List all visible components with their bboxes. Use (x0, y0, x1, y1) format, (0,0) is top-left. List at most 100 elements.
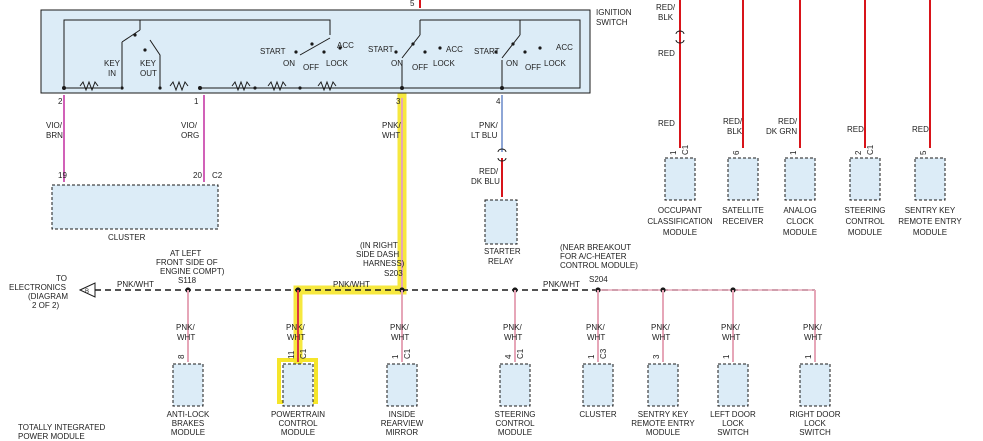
red-blk-label-2: BLK (658, 13, 674, 22)
module-box (784, 157, 816, 201)
module-label: SWITCH (799, 428, 831, 437)
module-label: MODULE (646, 428, 680, 437)
module-label: SATELLITE (722, 206, 764, 215)
module-label: RIGHT DOOR (790, 410, 841, 419)
module-pin: 8 (177, 354, 186, 359)
module-pin: 1 (587, 354, 596, 359)
module-pin: 2 (854, 150, 863, 155)
cluster-pin-19: 19 (58, 171, 67, 180)
lock-label-3: LOCK (544, 59, 566, 68)
module-label: ANTI-LOCK (167, 410, 210, 419)
module-wire-label-2: WHT (652, 333, 670, 342)
module-wire-label: PNK/ (503, 323, 522, 332)
s203-note: (IN RIGHT (360, 241, 398, 250)
module-label: MODULE (171, 428, 205, 437)
off-label-3: OFF (525, 63, 541, 72)
bus-label-right: PNK/WHT (543, 280, 580, 289)
red-blk-label-2: BLK (727, 127, 743, 136)
red-dk-blu-label: RED/ (479, 167, 499, 176)
module-wire-label: PNK/ (176, 323, 195, 332)
module-pin: 1 (789, 150, 798, 155)
module-label: LOCK (804, 419, 826, 428)
module-pin: 5 (919, 150, 928, 155)
module-label: MODULE (281, 428, 315, 437)
key-out-label: KEY (140, 59, 157, 68)
start-label-2: START (368, 45, 394, 54)
on-label-2: ON (391, 59, 403, 68)
module-label: CONTROL (278, 419, 318, 428)
module-label: CONTROL (845, 217, 885, 226)
module-label: MODULE (783, 228, 817, 237)
module-wire-label: PNK/ (286, 323, 305, 332)
module-box (282, 363, 314, 407)
red-blk-label: RED/ (723, 117, 743, 126)
s204-label: S204 (589, 275, 608, 284)
module-label: BRAKES (172, 419, 204, 428)
red-dk-grn-label: RED/ (778, 117, 798, 126)
bus-label-middle: PNK/WHT (333, 280, 370, 289)
module-label: ANALOG (783, 206, 816, 215)
s203-note-2: SIDE DASH (356, 250, 399, 259)
module-connector: C1 (403, 348, 412, 359)
ignition-pin-2: 2 (58, 97, 63, 106)
module-connector: C1 (866, 144, 875, 155)
key-out-label-2: OUT (140, 69, 157, 78)
module-wire-label: PNK/ (586, 323, 605, 332)
bus-label-left: PNK/WHT (117, 280, 154, 289)
red-dk-blu-label-2: DK BLU (471, 177, 500, 186)
s203-label: S203 (384, 269, 403, 278)
s204-note-3: CONTROL MODULE) (560, 261, 638, 270)
red-blk-label: RED/ (656, 3, 676, 12)
module-connector: C1 (299, 348, 308, 359)
to-electronics-label-3: (DIAGRAM (28, 292, 68, 301)
pnk-wht-label-s203: PNK/ (382, 121, 401, 130)
pnk-wht-label-s203-2: WHT (382, 131, 400, 140)
module-wire-label: PNK/ (390, 323, 409, 332)
acc-label-3: ACC (556, 43, 573, 52)
module-wire-label-2: WHT (504, 333, 522, 342)
module-label: RECEIVER (723, 217, 764, 226)
module-label: SENTRY KEY (905, 206, 956, 215)
cluster-conn-c2: C2 (212, 171, 223, 180)
vio-org-label: VIO/ (181, 121, 198, 130)
on-label-1: ON (283, 59, 295, 68)
module-label: POWERTRAIN (271, 410, 325, 419)
module-label: REMOTE ENTRY (898, 217, 962, 226)
red-dk-grn-label-2: DK GRN (766, 127, 797, 136)
tipm-label-2: POWER MODULE (18, 432, 85, 441)
s118-label: S118 (178, 276, 197, 285)
module-pin: 6 (732, 150, 741, 155)
s118-note-3: ENGINE COMPT) (160, 267, 225, 276)
acc-label-2: ACC (446, 45, 463, 54)
vio-org-label-2: ORG (181, 131, 199, 140)
module-wire-label: PNK/ (651, 323, 670, 332)
module-pin: 1 (669, 150, 678, 155)
inline-connector (497, 148, 507, 162)
module-connector: C3 (599, 348, 608, 359)
s118-note-2: FRONT SIDE OF (156, 258, 218, 267)
acc-label-1: ACC (337, 41, 354, 50)
module-wire-label-2: WHT (722, 333, 740, 342)
off-label-1: OFF (303, 63, 319, 72)
key-in-label: KEY (104, 59, 121, 68)
module-label: MODULE (913, 228, 947, 237)
ignition-pin-5: 5 (410, 0, 415, 8)
tipm-label: TOTALLY INTEGRATED (18, 423, 106, 432)
ignition-switch-title: IGNITION (596, 8, 632, 17)
module-label: REMOTE ENTRY (631, 419, 695, 428)
vio-brn-label: VIO/ (46, 121, 63, 130)
module-label: STEERING (495, 410, 536, 419)
red-label: RED (912, 125, 929, 134)
vio-brn-label-2: BRN (46, 131, 63, 140)
lock-label-2: LOCK (433, 59, 455, 68)
module-box (499, 363, 531, 407)
module-wire-label-2: WHT (804, 333, 822, 342)
module-box (647, 363, 679, 407)
module-label: SENTRY KEY (638, 410, 689, 419)
ignition-pin-1: 1 (194, 97, 199, 106)
module-wire-label-2: WHT (287, 333, 305, 342)
start-label-3: START (474, 47, 500, 56)
module-box (799, 363, 831, 407)
